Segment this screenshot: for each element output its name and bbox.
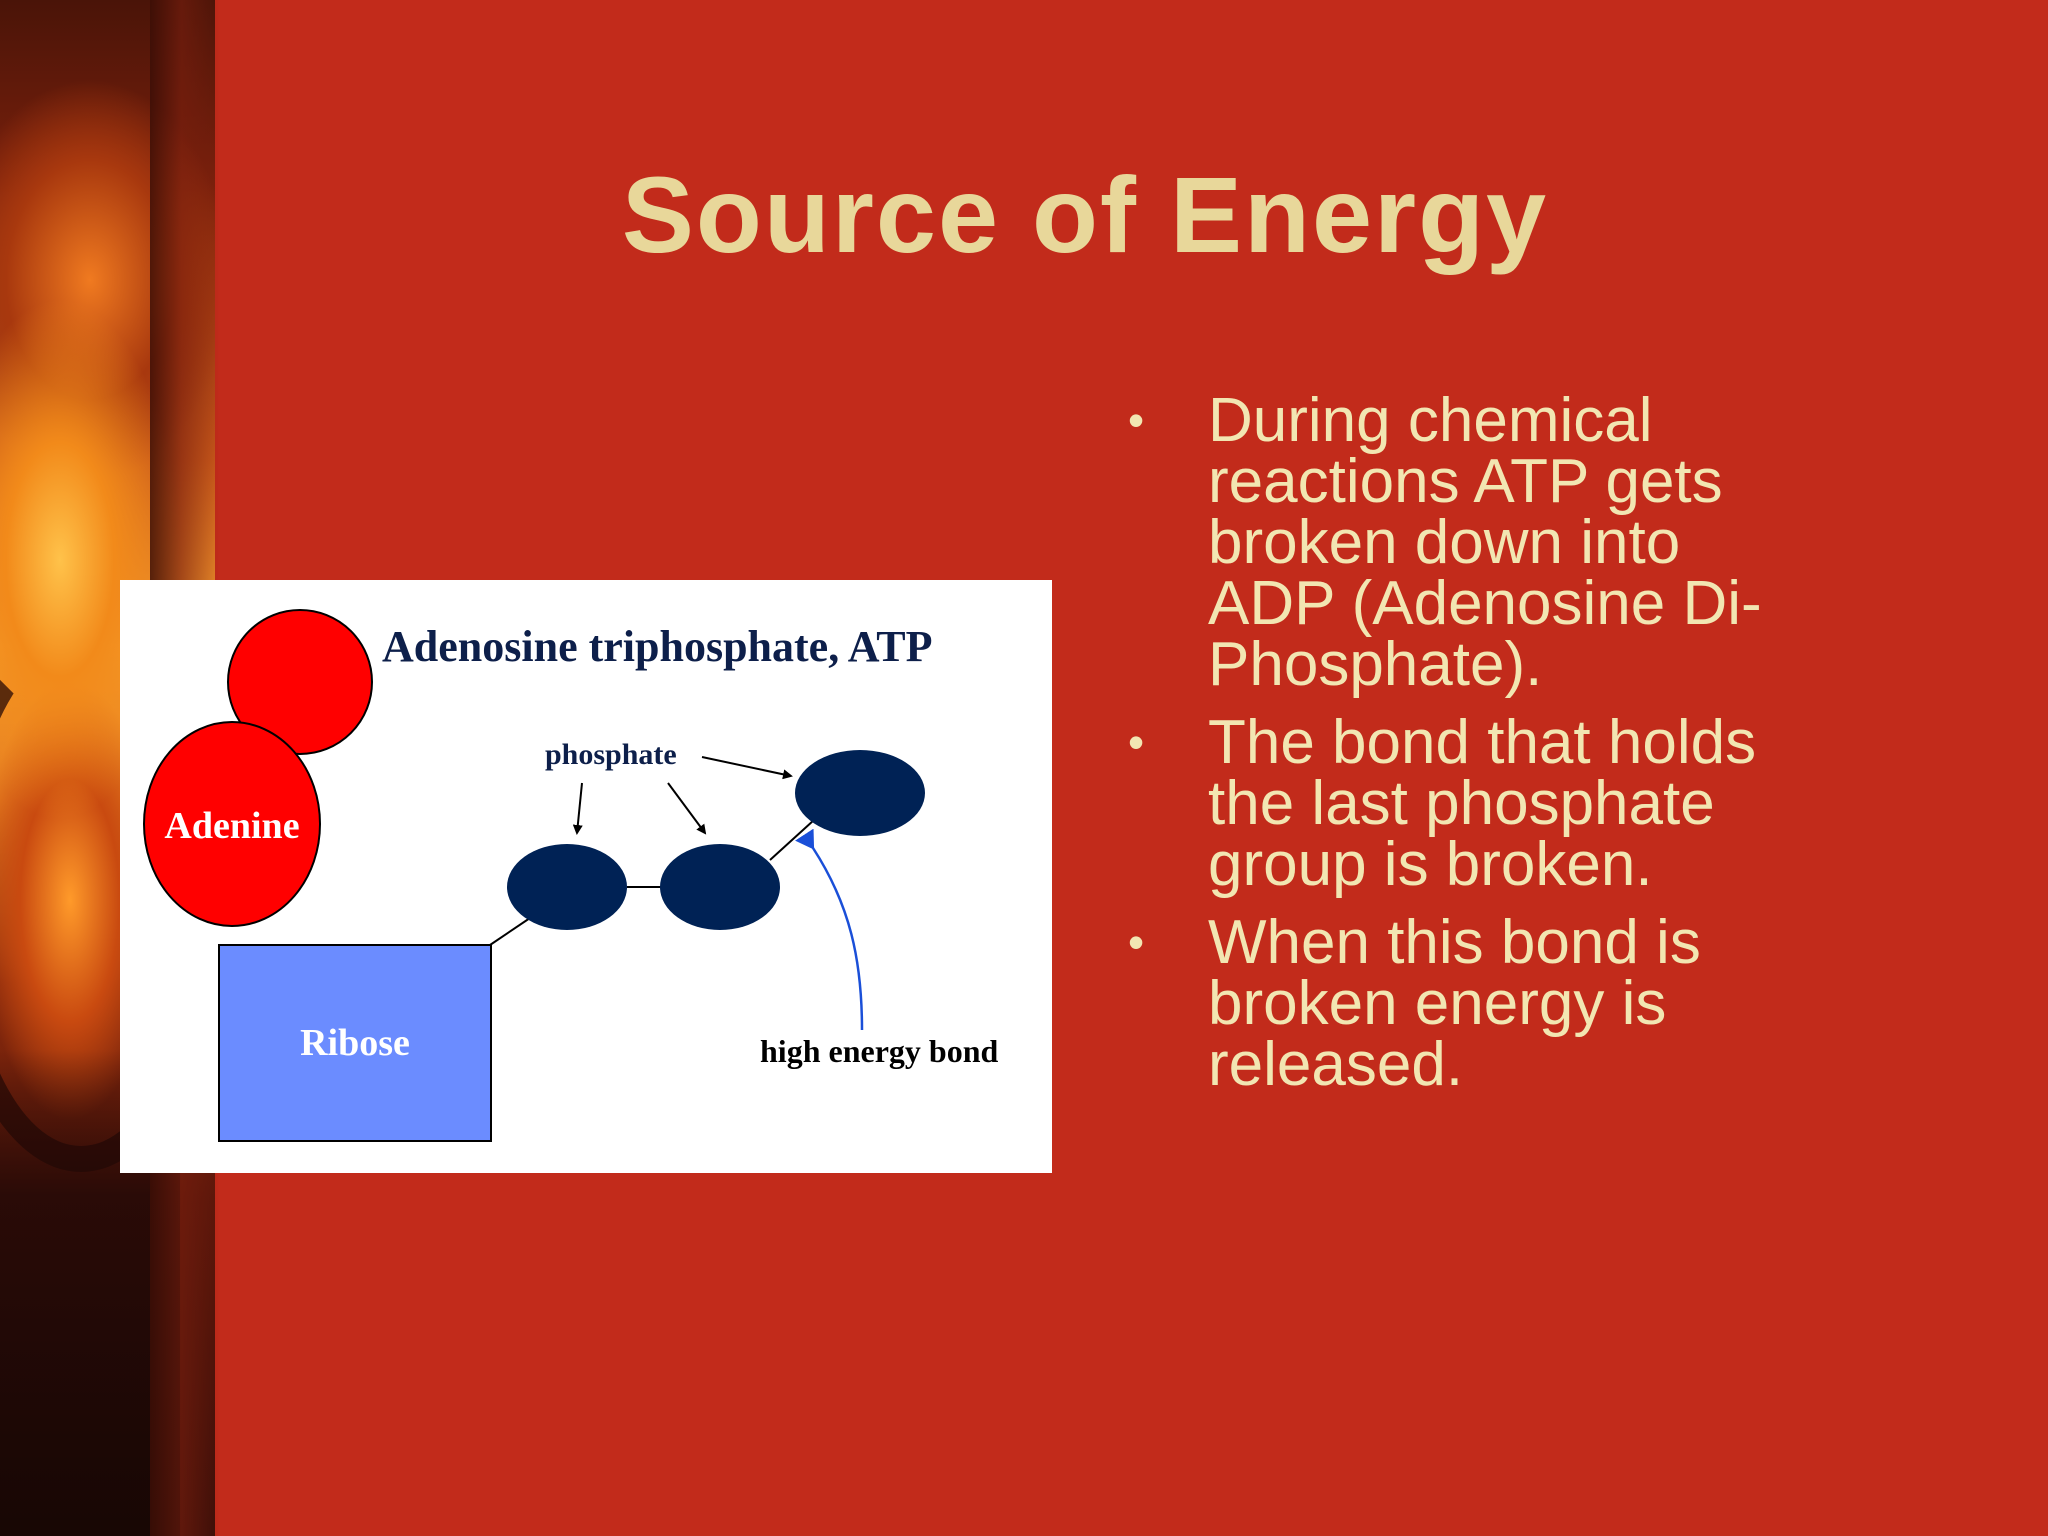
phosphate-label: phosphate xyxy=(545,738,677,771)
adenine-label: Adenine xyxy=(164,805,299,847)
adenine-circle xyxy=(143,721,321,927)
atp-diagram-svg: Adenosine triphosphate, ATP Adenine Ribo… xyxy=(143,609,998,1142)
phosphate-arrow-1 xyxy=(572,782,583,835)
high-energy-bond-arrow xyxy=(795,828,864,1031)
ribose-phosphate-bond xyxy=(489,917,531,946)
phosphate-arrow-3 xyxy=(701,756,793,780)
bullet-line: ADP (Adenosine Di- xyxy=(1208,569,1762,638)
high-energy-bond-label: high energy bond xyxy=(760,1033,998,1069)
phosphate-1 xyxy=(507,844,627,930)
bullet-dot-icon: • xyxy=(1128,394,1145,446)
bullet-item: • When this bond is broken energy is rel… xyxy=(1128,908,1948,1099)
bullet-line: Phosphate). xyxy=(1208,630,1543,699)
bullet-line: When this bond is xyxy=(1208,908,1701,977)
ribose-box xyxy=(218,944,492,1142)
bullet-dot-icon: • xyxy=(1128,716,1145,768)
bullet-line: group is broken. xyxy=(1208,830,1653,899)
bullet-line: the last phosphate xyxy=(1208,769,1715,838)
diagram-heading: Adenosine triphosphate, ATP xyxy=(382,622,933,671)
phosphate-2 xyxy=(660,844,780,930)
bullet-item: • The bond that holds the last phosphate… xyxy=(1128,708,1948,899)
adenine-top-circle xyxy=(227,609,373,755)
phosphate-arrow-2 xyxy=(667,782,707,835)
ribose-label: Ribose xyxy=(300,1022,410,1064)
bullet-line: broken down into xyxy=(1208,508,1681,577)
phosphate-3 xyxy=(795,750,925,836)
atp-diagram: Adenosine triphosphate, ATP Adenine Ribo… xyxy=(120,580,1052,1173)
bullet-line: reactions ATP gets xyxy=(1208,447,1723,516)
bullet-dot-icon: • xyxy=(1128,916,1145,968)
bullet-line: released. xyxy=(1208,1030,1464,1099)
bullet-list: • During chemical reactions ATP gets bro… xyxy=(1128,390,1948,1112)
bullet-line: During chemical xyxy=(1208,386,1653,455)
bullet-item: • During chemical reactions ATP gets bro… xyxy=(1128,386,1948,699)
bullet-line: broken energy is xyxy=(1208,969,1667,1038)
slide-title: Source of Energy xyxy=(621,154,1549,275)
phosphate-bond-2 xyxy=(769,819,815,861)
bullet-line: The bond that holds xyxy=(1208,708,1757,777)
